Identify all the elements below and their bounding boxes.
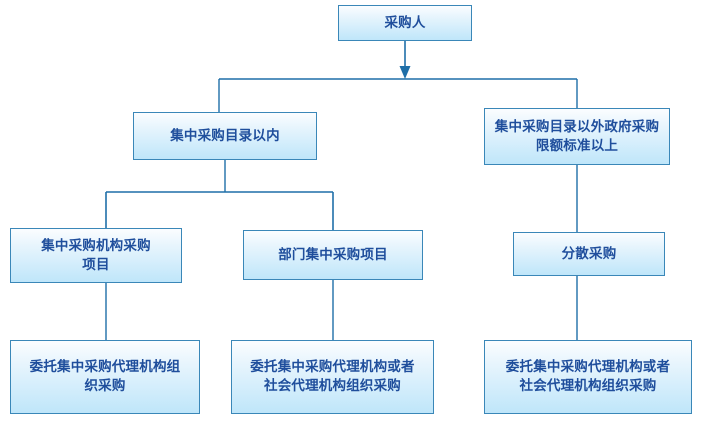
arrowhead-buyer bbox=[399, 66, 411, 79]
node-entrust-central-or-social-agency-right[interactable]: 委托集中采购代理机构或者 社会代理机构组织采购 bbox=[484, 340, 692, 414]
node-buyer[interactable]: 采购人 bbox=[338, 5, 472, 41]
node-within-catalog-label: 集中采购目录以内 bbox=[170, 127, 280, 144]
node-outside-catalog[interactable]: 集中采购目录以外政府采购 限额标准以上 bbox=[484, 108, 670, 165]
node-entrust-central-agency-label: 委托集中采购代理机构组 织采购 bbox=[29, 359, 181, 394]
node-entrust-central-or-social-agency-mid[interactable]: 委托集中采购代理机构或者 社会代理机构组织采购 bbox=[231, 340, 434, 414]
node-department-central-project-label: 部门集中采购项目 bbox=[278, 246, 388, 263]
node-outside-catalog-label: 集中采购目录以外政府采购 限额标准以上 bbox=[494, 118, 660, 154]
node-decentralized-procurement-label: 分散采购 bbox=[561, 245, 617, 262]
node-decentralized-procurement[interactable]: 分散采购 bbox=[513, 232, 665, 276]
node-buyer-label: 采购人 bbox=[384, 14, 426, 31]
node-entrust-central-or-social-agency-right-label: 委托集中采购代理机构或者 社会代理机构组织采购 bbox=[505, 359, 671, 394]
node-central-agency-project[interactable]: 集中采购机构采购 项目 bbox=[10, 228, 182, 283]
node-within-catalog[interactable]: 集中采购目录以内 bbox=[133, 112, 317, 160]
node-department-central-project[interactable]: 部门集中采购项目 bbox=[243, 230, 423, 280]
node-entrust-central-agency[interactable]: 委托集中采购代理机构组 织采购 bbox=[10, 340, 200, 414]
node-central-agency-project-label: 集中采购机构采购 项目 bbox=[41, 237, 151, 273]
node-entrust-central-or-social-agency-mid-label: 委托集中采购代理机构或者 社会代理机构组织采购 bbox=[250, 359, 415, 394]
